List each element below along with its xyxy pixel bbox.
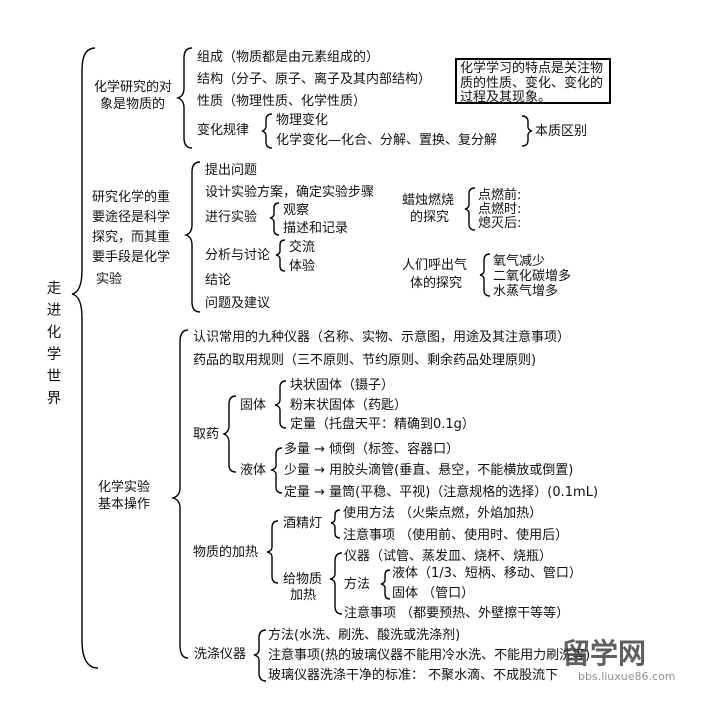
- page-title: 走进化学世界: [44, 278, 64, 410]
- take-label: 取药: [193, 427, 220, 442]
- liquid-item: 多量 → 倾倒（标签、容器口）: [284, 442, 460, 457]
- wash-item: 方法(水洗、刷洗、酸洗或洗涤剂): [268, 628, 461, 643]
- heating-label: 物质的加热: [193, 545, 259, 560]
- sec2-label: 实验: [96, 272, 123, 287]
- sec1-label-1: 化学研究的对: [94, 80, 173, 95]
- watermark-url: bbs.liuxue86.com: [578, 670, 676, 683]
- heat-note: 注意事项 （都要预热、外壁擦干等等）: [344, 606, 570, 621]
- analysis-sub: 交流: [289, 240, 316, 255]
- breath-item: 水蒸气增多: [493, 284, 559, 299]
- sec1-item: 性质（物理性质、化学性质）: [197, 94, 367, 109]
- title-text: 走进化学世界: [46, 281, 62, 407]
- method-item: 固体 （管口）: [392, 586, 475, 601]
- breath-item: 氧气减少: [493, 254, 546, 269]
- method-label: 方法: [344, 577, 371, 592]
- solid-label: 固体: [240, 398, 267, 413]
- liquid-item: 定量 → 量筒(平稳、平视)（注意规格的选择）(0.1mL): [284, 485, 599, 500]
- wash-label: 洗涤仪器: [194, 647, 247, 662]
- analysis-sub: 体验: [289, 259, 316, 274]
- solid-item: 定量（托盘天平：精确到0.1g）: [290, 417, 475, 432]
- give-heat-label: 加热: [290, 588, 317, 603]
- sec2-label: 研究化学的重: [92, 190, 171, 205]
- wash-item: 注意事项(热的玻璃仪器不能用冷水洗、不能用力刷洗等): [268, 648, 591, 663]
- sec2-label: 要途径是科学: [92, 210, 171, 225]
- sec2-step: 设计实验方案，确定实验步骤: [205, 185, 375, 200]
- note-box: 化学学习的特点是关注物质的性质、变化、变化的过程及其现象。: [455, 58, 611, 105]
- lamp-item: 使用方法 （火柴点燃，外焰加热）: [343, 506, 543, 521]
- exp-sub: 描述和记录: [283, 221, 349, 236]
- sec2-step: 结论: [205, 273, 232, 288]
- change-chemical: 化学变化—化合、分解、置换、复分解: [276, 133, 498, 148]
- liquid-item: 少量 → 用胶头滴管(垂直、悬空，不能横放或倒置): [284, 463, 574, 478]
- essence-label: 本质区别: [535, 124, 588, 139]
- sec3-label: 化学实验: [98, 480, 151, 495]
- candle-item: 点燃前:: [478, 188, 522, 203]
- lamp-label: 酒精灯: [283, 516, 323, 531]
- give-heat-label: 给物质: [283, 572, 323, 587]
- sec1-item: 组成（物质都是由元素组成的）: [197, 50, 380, 65]
- lamp-item: 注意事项 （使用前、使用时、使用后）: [343, 528, 569, 543]
- sec2-label: 探究，而其重: [92, 230, 171, 245]
- solid-item: 粉末状固体（药匙）: [290, 398, 408, 413]
- instruments-text: 仪器（试管、蒸发皿、烧杯、烧瓶）: [344, 549, 553, 564]
- note-text: 化学学习的特点是关注物质的性质、变化、变化的过程及其现象。: [460, 61, 604, 105]
- breath-item: 二氧化碳增多: [493, 269, 572, 284]
- liquid-label: 液体: [240, 463, 267, 478]
- sec3-label: 基本操作: [98, 497, 151, 512]
- method-item: 液体（1/3、短柄、移动、管口）: [392, 566, 582, 581]
- candle-label: 的探究: [410, 210, 450, 225]
- change-physical: 物理变化: [276, 113, 329, 128]
- candle-item: 点燃时:: [478, 202, 522, 217]
- breath-label: 体的探究: [410, 276, 463, 291]
- breath-label: 人们呼出气: [402, 258, 468, 273]
- sec3-line2: 药品的取用规则（三不原则、节约原则、剩余药品处理原则): [193, 353, 537, 368]
- candle-item: 熄灭后:: [478, 216, 522, 231]
- sec2-step: 进行实验: [205, 210, 258, 225]
- sec1-item: 变化规律: [197, 123, 250, 138]
- sec1-item: 结构（分子、原子、离子及其内部结构）: [197, 72, 432, 87]
- sec2-step: 提出问题: [205, 163, 258, 178]
- solid-item: 块状固体（镊子）: [290, 378, 395, 393]
- sec2-step: 问题及建议: [205, 296, 271, 311]
- candle-label: 蜡烛燃烧: [402, 193, 455, 208]
- sec2-label: 要手段是化学: [92, 250, 171, 265]
- exp-sub: 观察: [283, 203, 310, 218]
- sec2-step: 分析与讨论: [205, 248, 271, 263]
- sec3-line1: 认识常用的九种仪器（名称、实物、示意图，用途及其注意事项）: [193, 330, 571, 345]
- sec1-label-2: 象是物质的: [100, 97, 166, 112]
- watermark-logo: 留学网: [562, 637, 647, 670]
- wash-item: 玻璃仪器洗涤干净的标准： 不聚水滴、不成股流下: [268, 668, 559, 683]
